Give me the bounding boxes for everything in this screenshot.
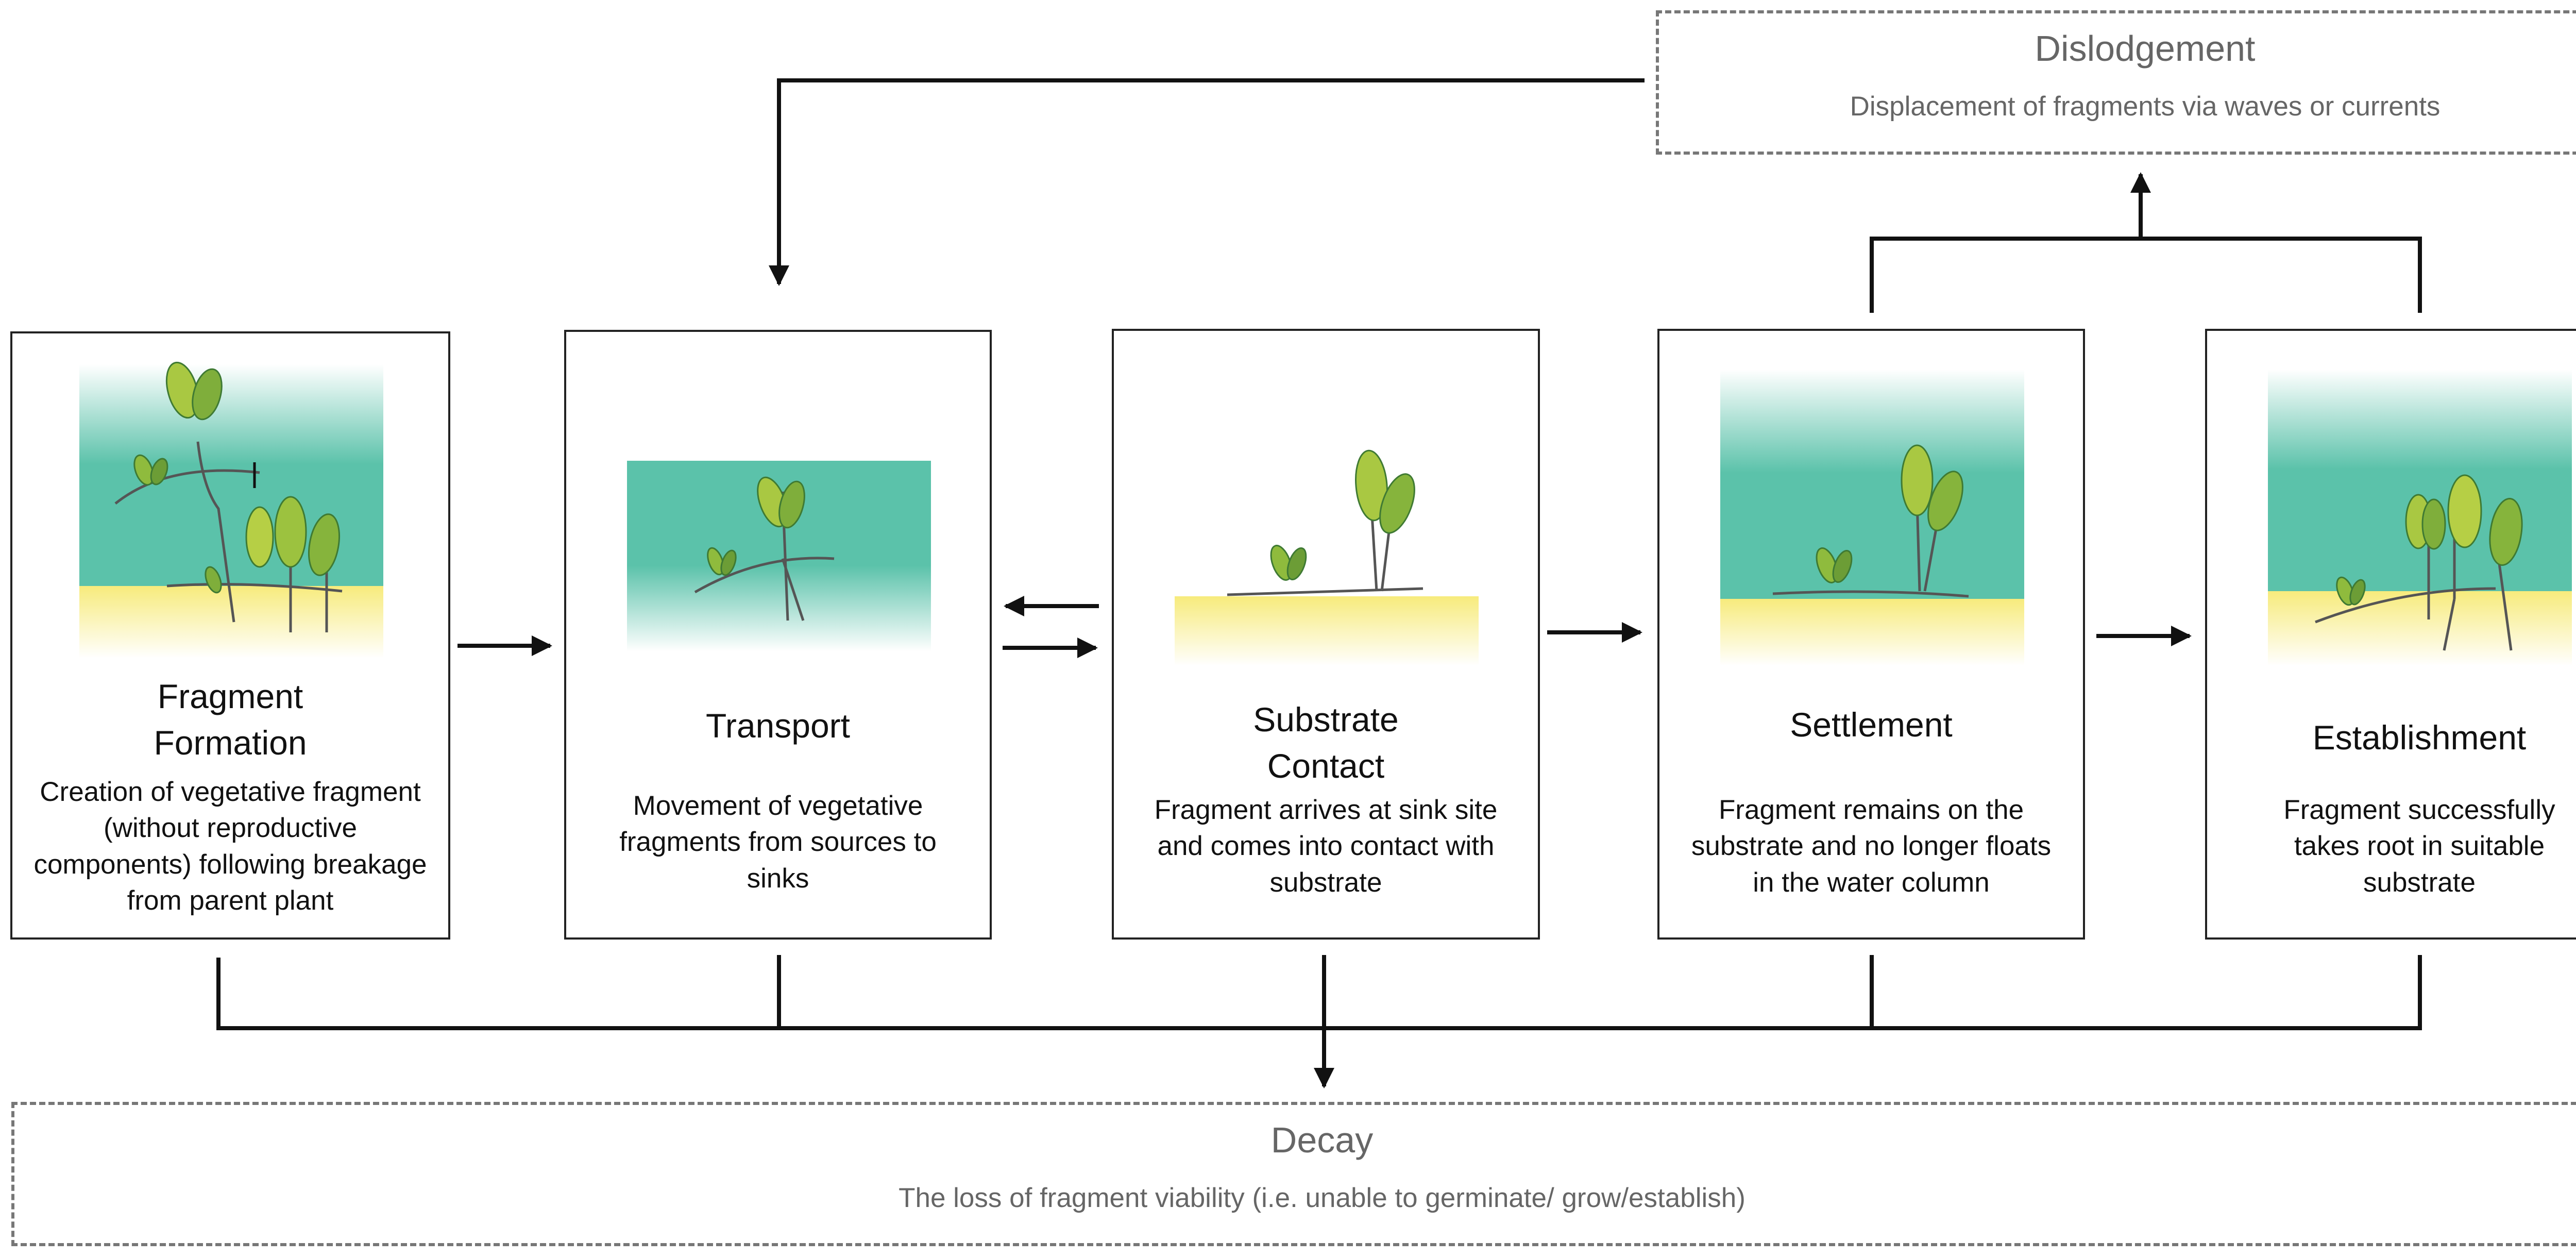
stage-description: Movement of vegetative fragments from so… xyxy=(619,791,937,894)
establishment-illustration xyxy=(2268,370,2572,666)
bracket-settlement-establishment xyxy=(1870,237,2422,313)
stage-transport: Transport Movement of vegetative fragmen… xyxy=(564,330,992,940)
stage-description: Creation of vegetative fragment (without… xyxy=(33,777,427,916)
arrow-dislodgement-to-transport xyxy=(769,78,1645,286)
stage-substrate-contact: Substrate Contact Fragment arrives at si… xyxy=(1112,329,1540,940)
stage-description: Fragment arrives at sink site and comes … xyxy=(1154,795,1498,898)
substrate-contact-illustration xyxy=(1175,449,1479,666)
settlement-illustration xyxy=(1720,370,2024,666)
stage-title: Settlement xyxy=(1790,706,1953,744)
dislodgement-description: Displacement of fragments via waves or c… xyxy=(1850,91,2441,122)
wave-surface xyxy=(627,443,932,461)
stage-fragment-formation: Fragment Formation Creation of vegetativ… xyxy=(10,331,450,940)
stage-title: Fragment Formation xyxy=(154,677,307,762)
decay-description: The loss of fragment viability (i.e. una… xyxy=(899,1183,1745,1213)
stage-title: Establishment xyxy=(2312,718,2527,757)
stage-settlement: Settlement Fragment remains on the subst… xyxy=(1657,329,2085,940)
stage-description: Fragment remains on the substrate and no… xyxy=(1691,795,2052,898)
decay-box: Decay The loss of fragment viability (i.… xyxy=(11,1102,2576,1246)
fragment-formation-illustration xyxy=(79,361,383,658)
stage-establishment: Establishment Fragment successfully take… xyxy=(2205,329,2576,940)
transport-illustration xyxy=(627,443,932,651)
stage-title: Transport xyxy=(706,707,850,745)
dislodgement-title: Dislodgement xyxy=(2035,28,2256,69)
stage-description: Fragment successfully takes root in suit… xyxy=(2283,795,2555,898)
stage-title: Substrate Contact xyxy=(1253,700,1399,785)
decay-title: Decay xyxy=(1270,1120,1374,1160)
dislodgement-box: Dislodgement Displacement of fragments v… xyxy=(1656,10,2576,155)
